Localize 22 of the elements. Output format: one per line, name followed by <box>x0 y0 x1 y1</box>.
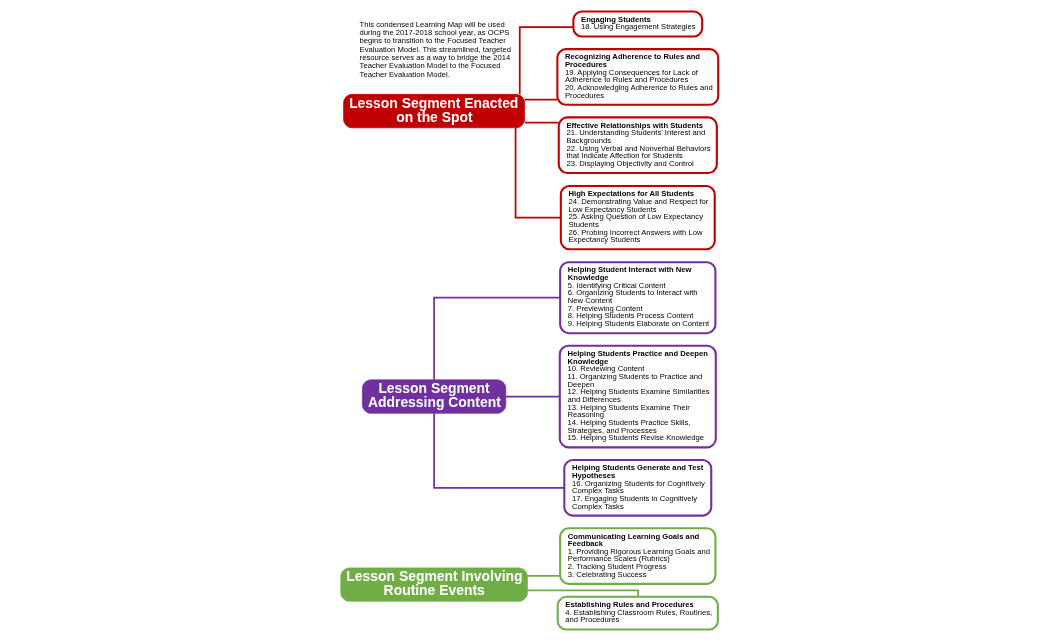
node-box: Effective Relationships with Students 21. Understanding Students’ Interest and Backgrounds 22. Using Verbal and Nonverbal Behaviors that Indicate Affection for Students 23. Displaying Objectivity and Control <box>557 116 718 175</box>
connector <box>526 575 561 577</box>
node-box: Engaging Students 18. Using Engagement Strategies <box>571 10 703 38</box>
connector <box>432 296 561 381</box>
label: This condensed Learning Map will be used during the 2017-2018 school year, as OCPS begins to transition to the Focused Teacher Evaluation Model. This streamlined, targeted resource serves as a way to bridge the 2014 Teacher Evaluation Model to the Focused Teacher Evaluation Model. <box>359 19 511 79</box>
node-box: Helping Student Interact with New Knowledge 5. Identifying Critical Content 6. Organizing Students to Interact with New Content 7. Previewing Content 8. Helping Students Process Content 9. Helping Students Elaborate on Content <box>558 261 716 335</box>
connector <box>523 98 558 101</box>
connector <box>514 127 562 219</box>
node-box: Lesson Segment Addressing Content <box>361 379 506 414</box>
node-box: Helping Students Generate and Test Hypotheses 16. Organizing Students for Cognitively Complex Tasks 17. Engaging Students in Cognitively Complex Tasks <box>562 458 712 517</box>
connector <box>526 589 639 598</box>
connector <box>518 26 574 96</box>
connector <box>504 395 561 398</box>
node-box: Lesson Segment Enacted on the Spot <box>342 94 525 129</box>
node-box: Communicating Learning Goals and Feedback 1. Providing Rigorous Learning Goals and Performance Scales (Rubrics) 2. Tracking Student Progress 3. Celebrating Success <box>558 527 716 585</box>
node-box: Helping Students Practice and Deepen Knowledge 10. Reviewing Content 11. Organizing Students to Practice and Deepen 12. Helping Students Examine Similarities and Differences 13. Helping Students Examine Their Reasoning 14. Helping Students Practice Skills, Strategies, and Processes 15. Helping Students Revise Knowledge <box>558 344 717 449</box>
connector <box>523 121 559 124</box>
node-box: High Expectations for All Students 24. Demonstrating Value and Respect for Low Expectancy Students 25. Asking Question of Low Expectancy Students 26. Probing Incorrect Answers with Low Expectancy Students <box>559 184 716 251</box>
node-box: Lesson Segment Involving Routine Events <box>339 567 528 602</box>
node-box: Establishing Rules and Procedures 4. Establishing Classroom Rules, Routines, and Procedures <box>556 595 719 631</box>
node-box: Recognizing Adherence to Rules and Procedures 19. Applying Consequences for Lack of Adherence to Rules and Procedures 20. Acknowledging Adherence to Rules and Procedures <box>555 48 719 106</box>
connector <box>432 412 565 489</box>
